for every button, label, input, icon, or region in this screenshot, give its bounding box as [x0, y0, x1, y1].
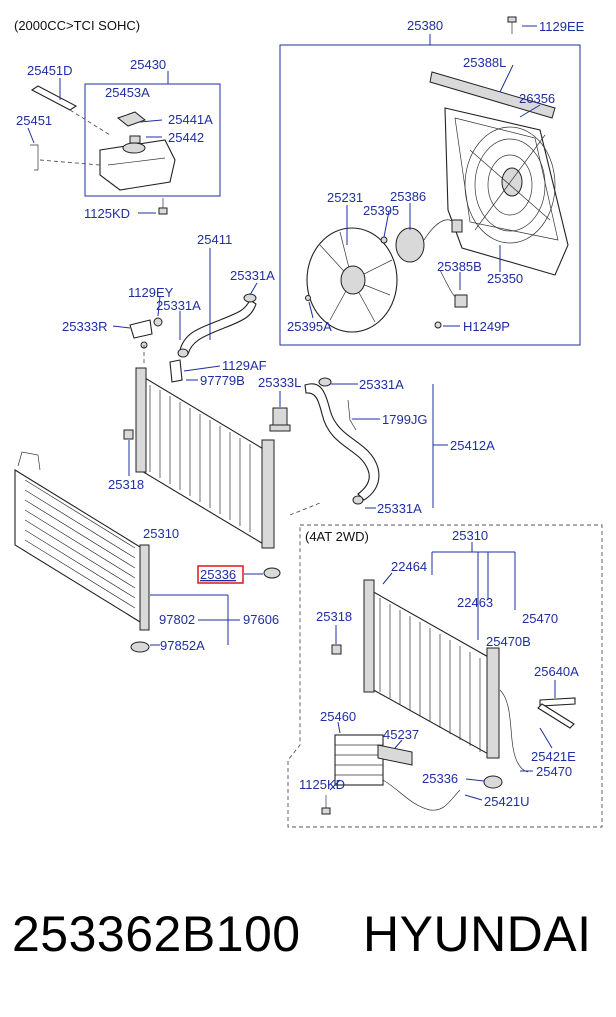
label-25380: 25380 [407, 18, 443, 33]
label-25310-left: 25310 [143, 526, 179, 541]
footer: 253362B100 HYUNDAI [0, 905, 616, 975]
radiator-cap-icon [269, 407, 291, 432]
radiator-left-illustration [123, 367, 275, 549]
label-22464: 22464 [391, 559, 427, 574]
highlight-25336[interactable]: 25336 [197, 565, 244, 584]
auto-trans-subassembly: (4AT 2WD) [287, 524, 603, 828]
label-25441a: 25441A [168, 112, 213, 127]
lower-hose-group: 25331A 1799JG 25412A 25331A [289, 377, 495, 516]
label-1129ey: 1129EY [128, 285, 174, 300]
label-1129af: 1129AF [222, 358, 267, 373]
bolt-1129ee-icon [507, 16, 517, 34]
label-1799jg: 1799JG [382, 412, 428, 427]
label-25411: 25411 [197, 232, 232, 247]
label-25412a: 25412A [450, 438, 495, 453]
label-25388l: 25388L [463, 55, 506, 70]
label-25640a: 25640A [534, 664, 579, 679]
label-25470-low: 25470 [536, 764, 572, 779]
subassembly-note: (4AT 2WD) [305, 529, 369, 544]
reservoir-tank-illustration [99, 135, 176, 191]
label-25331a-mid: 25331A [156, 298, 201, 313]
label-1129ee: 1129EE [539, 19, 585, 34]
label-25331a-low: 25331A [377, 501, 422, 516]
label-25395a: 25395A [287, 319, 332, 334]
label-25336-highlight[interactable]: 25336 [200, 567, 236, 582]
label-25442: 25442 [168, 130, 204, 145]
part-number: 253362B100 [12, 906, 301, 962]
label-25331a-top: 25331A [230, 268, 275, 283]
radiator-right-illustration [331, 579, 500, 759]
label-25386: 25386 [390, 189, 426, 204]
label-25460: 25460 [320, 709, 356, 724]
label-25395: 25395 [363, 203, 399, 218]
label-25318-left: 25318 [108, 477, 144, 492]
label-25470-top: 25470 [522, 611, 558, 626]
condenser-illustration [14, 451, 150, 653]
label-25333l: 25333L [258, 375, 301, 390]
parts-diagram: (2000CC>TCI SOHC) [14, 16, 603, 828]
label-25385b: 25385B [437, 259, 482, 274]
label-25453a: 25453A [105, 85, 150, 100]
label-1125kd-bottom: 1125KD [299, 777, 345, 792]
drain-plug-25336-icon [263, 567, 281, 579]
upper-hose-group: 25411 25331A [177, 232, 275, 358]
label-25336-right: 25336 [422, 771, 458, 786]
label-25231: 25231 [327, 190, 363, 205]
label-h1249p: H1249P [463, 319, 510, 334]
fan-shroud-illustration [429, 71, 569, 276]
fan-blade-illustration [306, 227, 398, 333]
label-25451d: 25451D [27, 63, 73, 78]
label-97802: 97802 [159, 612, 195, 627]
engine-spec-note: (2000CC>TCI SOHC) [14, 18, 140, 33]
label-45237: 45237 [383, 727, 419, 742]
label-25333r: 25333R [62, 319, 108, 334]
label-25421e: 25421E [531, 749, 576, 764]
label-25310-right: 25310 [452, 528, 488, 543]
label-97852a: 97852A [160, 638, 205, 653]
left-fittings-group: 1129EY 25331A 25333R [62, 285, 201, 365]
label-26356: 26356 [519, 91, 555, 106]
label-25430: 25430 [130, 57, 166, 72]
bolt-1125kd-bottom-icon [321, 795, 331, 815]
oil-cooler-illustration [334, 734, 384, 786]
label-25318-right: 25318 [316, 609, 352, 624]
label-25451: 25451 [16, 113, 52, 128]
label-1125kd-top: 1125KD [84, 206, 130, 221]
highlight-box [197, 565, 244, 584]
label-22463: 22463 [457, 595, 493, 610]
label-25470b: 25470B [486, 634, 531, 649]
fan-shroud-group: 25380 1129EE 25388L 26356 25231 25386 25… [279, 16, 585, 346]
label-25350: 25350 [487, 271, 523, 286]
reservoir-group: 25430 25451D 25453A 25441A 25451 25442 1… [16, 57, 221, 221]
brand-name: HYUNDAI [363, 906, 592, 962]
bolt-1125kd-top-icon [158, 198, 168, 215]
label-97606: 97606 [243, 612, 279, 627]
label-25331a-right: 25331A [359, 377, 404, 392]
label-97779b: 97779B [200, 373, 245, 388]
fan-motor-illustration [305, 219, 468, 329]
label-25421u: 25421U [484, 794, 530, 809]
